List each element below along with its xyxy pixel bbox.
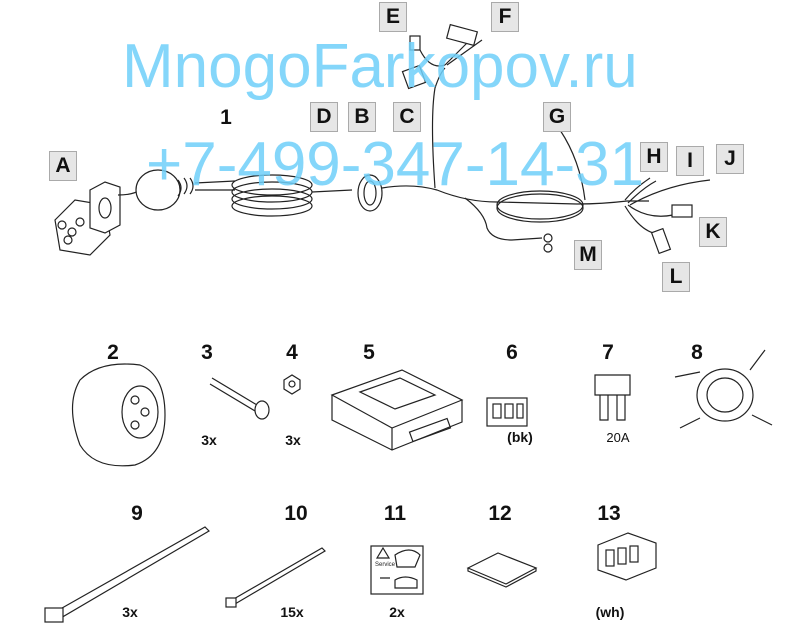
connector-label-d: D — [310, 102, 338, 132]
part-number-9: 9 — [131, 502, 143, 525]
watermark-site: MnogoFarkopov.ru — [122, 32, 638, 101]
part-number-6: 6 — [506, 341, 518, 364]
part-number-2: 2 — [107, 341, 119, 364]
color-part-6: (bk) — [507, 429, 533, 445]
part-number-3: 3 — [201, 341, 213, 364]
socket-connector-a — [54, 181, 121, 256]
rating-part-7: 20A — [606, 430, 630, 445]
sticker-service-text: Service — [375, 562, 396, 568]
wiring-harness — [54, 23, 711, 256]
part-10-cable-tie — [225, 547, 326, 608]
qty-part-9: 3x — [122, 604, 138, 620]
part-3-screw — [209, 377, 270, 420]
qty-part-3: 3x — [201, 432, 217, 448]
connector-label-b: B — [348, 102, 376, 132]
connector-label-k: K — [699, 217, 727, 247]
part-12-pad — [466, 552, 538, 588]
connector-label-f: F — [491, 2, 519, 32]
part-number-8: 8 — [691, 341, 703, 364]
part-number-11: 11 — [383, 502, 407, 525]
harness-number: 1 — [220, 106, 232, 129]
connector-label-h: H — [640, 142, 668, 172]
qty-part-11: 2x — [389, 604, 405, 620]
part-number-10: 10 — [284, 502, 308, 525]
part-number-5: 5 — [363, 341, 375, 364]
cable-loop — [496, 190, 584, 220]
part-11-sticker — [370, 545, 424, 595]
part-13-holder — [597, 532, 657, 581]
connector-label-g: G — [543, 102, 571, 132]
qty-part-4: 3x — [285, 432, 301, 448]
grommet-plate — [135, 169, 181, 211]
part-number-4: 4 — [286, 341, 298, 364]
part-number-7: 7 — [602, 341, 614, 364]
part-2-socket — [71, 363, 166, 467]
part-4-nut — [283, 374, 301, 395]
connector-label-e: E — [379, 2, 407, 32]
connector-label-l: L — [662, 262, 690, 292]
part-number-13: 13 — [597, 502, 621, 525]
connector-label-m: M — [574, 240, 602, 270]
watermark-phone: +7-499-347-14-31 — [146, 130, 645, 199]
color-part-13: (wh) — [595, 604, 625, 620]
connector-label-j: J — [716, 144, 744, 174]
qty-part-10: 15x — [280, 604, 304, 620]
part-6-holder — [486, 397, 528, 427]
part-7-fuse — [594, 374, 631, 421]
connector-label-i: I — [676, 146, 704, 176]
connector-label-c: C — [393, 102, 421, 132]
part-8-bracket — [674, 349, 773, 429]
part-5-module — [330, 369, 464, 451]
connector-label-a: A — [49, 151, 77, 181]
grommet-b — [357, 174, 383, 212]
part-9-cable-tie — [44, 526, 210, 623]
part-number-12: 12 — [488, 502, 512, 525]
